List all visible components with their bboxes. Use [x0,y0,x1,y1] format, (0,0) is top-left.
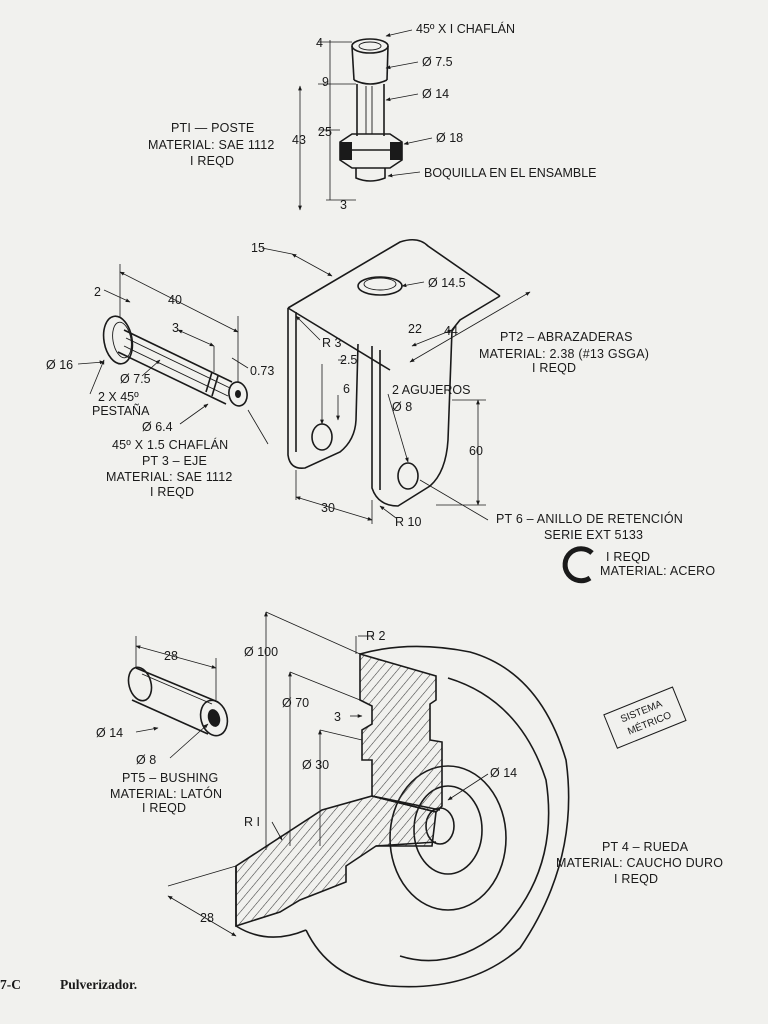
pt5-title: PT5 – BUSHING [122,771,218,785]
pt2-dim-2-5: 2.5 [340,353,357,367]
pt1-dim-4: 4 [316,36,323,50]
pt2-r3: R 3 [322,336,342,350]
pt2-dim-15: 15 [251,241,265,255]
pt4-dim-3: 3 [334,710,341,724]
pt3-dim-40: 40 [168,293,182,307]
pt5-material: MATERIAL: LATÓN [110,786,222,801]
pt6-retaining-ring-drawing [562,546,594,584]
pt3-dim-0-73: 0.73 [250,364,274,378]
pt2-dim-30: 30 [321,501,335,515]
pt5-bushing-drawing [127,636,229,759]
pt5-d14: Ø 14 [96,726,123,740]
pt1-d1-label: Ø 7.5 [422,55,453,69]
pt6-material: MATERIAL: ACERO [600,564,715,578]
figure-number: 7-C [0,977,21,992]
pt2-material: MATERIAL: 2.38 (#13 GSGA) [479,347,649,361]
pt2-abrazaderas-drawing [261,238,531,524]
pt2-hole-diameter: Ø 14.5 [428,276,466,290]
pt4-r1: R I [244,815,260,829]
pt1-dim-43: 43 [292,133,306,147]
pt5-d8: Ø 8 [136,753,156,767]
pt4-reqd: I REQD [614,872,658,886]
pt2-holes-label: 2 AGUJEROS [392,383,471,397]
pt4-r2: R 2 [366,629,386,643]
pt1-dim-9: 9 [322,75,329,89]
pt1-d3-label: Ø 18 [436,131,463,145]
pt2-dim-6: 6 [343,382,350,396]
metric-system-stamp: SISTEMA MÉTRICO [603,686,687,749]
pt3-flange: 2 X 45º [98,390,139,404]
pt3-chamfer: 45º X 1.5 CHAFLÁN [112,437,228,452]
pt3-dim-3: 3 [172,321,179,335]
pt1-dim-3: 3 [340,198,347,212]
pt2-holes-diameter: Ø 8 [392,400,412,414]
pt2-reqd: I REQD [532,361,576,375]
pt4-title: PT 4 – RUEDA [602,840,689,854]
pt3-d7-5: Ø 7.5 [120,372,151,386]
pt6-title: PT 6 – ANILLO DE RETENCIÓN [496,511,683,526]
pt1-dim-25: 25 [318,125,332,139]
pt6-series: SERIE EXT 5133 [544,528,643,542]
pt2-r10: R 10 [395,515,421,529]
pt4-d14: Ø 14 [490,766,517,780]
pt5-reqd: I REQD [142,801,186,815]
pt1-material: MATERIAL: SAE 1112 [148,138,275,152]
pt4-rueda-drawing [167,611,570,988]
pt3-d6-4: Ø 6.4 [142,420,173,434]
pt4-d100: Ø 100 [244,645,278,659]
pt4-dim-28: 28 [200,911,214,925]
pt2-title: PT2 – ABRAZADERAS [500,330,633,344]
pt2-dim-44: 44 [444,324,458,338]
pt2-dim-60: 60 [469,444,483,458]
pt1-title: PTI — POSTE [171,121,254,135]
pt1-chamfer-label: 45º X I CHAFLÁN [416,21,515,36]
pt6-reqd: I REQD [606,550,650,564]
pt4-material: MATERIAL: CAUCHO DURO [556,856,723,870]
pt3-flange-label: PESTAÑA [92,404,150,418]
pt1-reqd: I REQD [190,154,234,168]
pt3-d16: Ø 16 [46,358,73,372]
pt1-d2-label: Ø 14 [422,87,449,101]
pt4-d70: Ø 70 [282,696,309,710]
pt3-eje-drawing [77,264,269,445]
pt3-dim-2: 2 [94,285,101,299]
pt4-d30: Ø 30 [302,758,329,772]
pt3-reqd: I REQD [150,485,194,499]
pt1-poste-drawing [298,29,433,211]
pt2-dim-22: 22 [408,322,422,336]
pt3-material: MATERIAL: SAE 1112 [106,470,233,484]
pt3-title: PT 3 – EJE [142,454,207,468]
pt1-note-label: BOQUILLA EN EL ENSAMBLE [424,166,597,180]
pt5-dim-28: 28 [164,649,178,663]
figure-caption: Pulverizador. [60,977,137,992]
